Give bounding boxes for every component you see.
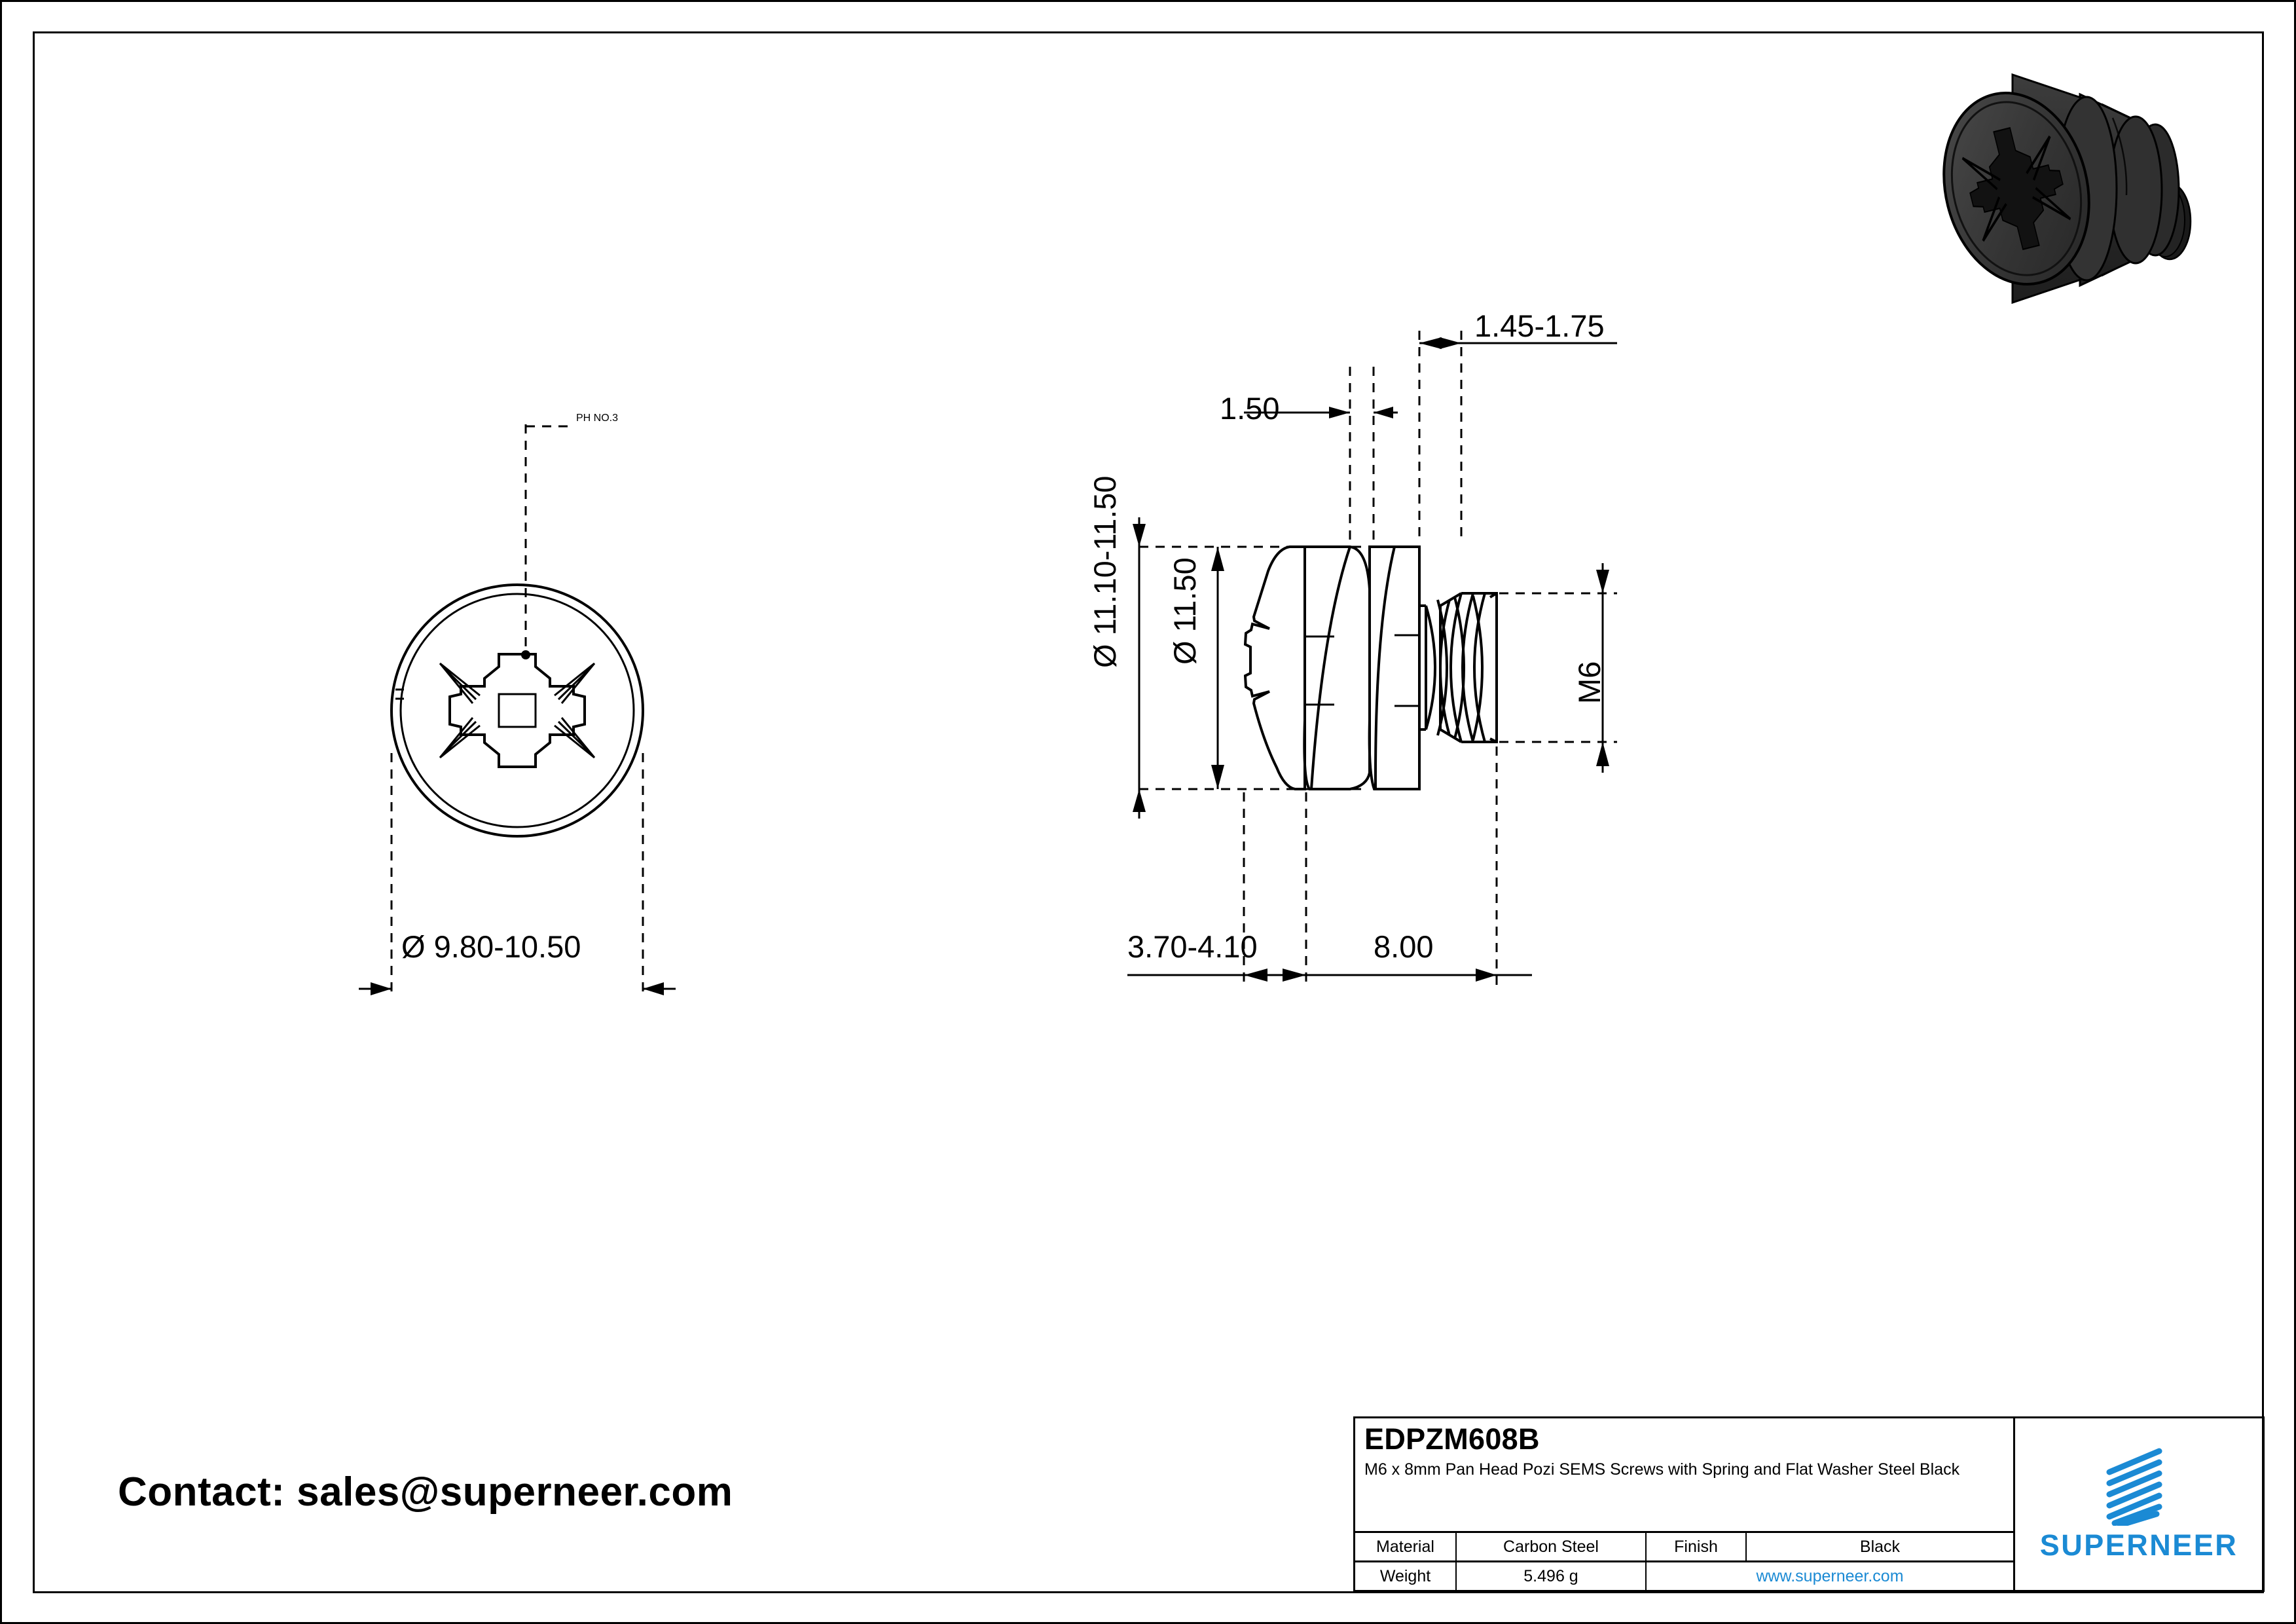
head-inner-circle [399, 593, 635, 828]
dim-thread-length [1306, 747, 1532, 989]
pozidriv-recess [439, 653, 596, 768]
head-outer-circle [390, 583, 644, 838]
outer-washer-diameter-label: Ø 11.10-11.50 [1087, 475, 1122, 668]
brand-name: SUPERNEER [2039, 1528, 2238, 1562]
head-diameter-label: Ø 9.80-10.50 [401, 929, 581, 964]
finish-label: Finish [1647, 1533, 1747, 1560]
head-height-label: 3.70-4.10 [1127, 929, 1258, 964]
flat-washer-profile [1368, 545, 1421, 790]
dim-flat-washer-thickness [1418, 331, 1617, 544]
spring-washer-diameter-label: Ø 11.50 [1167, 557, 1202, 665]
spring-washer-thickness-label: 1.50 [1220, 391, 1280, 426]
contact-text: Contact: sales@superneer.com [118, 1469, 733, 1515]
flat-washer-thickness-label: 1.45-1.75 [1474, 308, 1605, 343]
dim-head-height [1127, 792, 1307, 989]
thread-spec-label: M6 [1572, 661, 1607, 704]
head-knurl-mark [395, 688, 404, 700]
render-pozidriv-recess [1961, 127, 2071, 250]
brand-area: SUPERNEER [2015, 1418, 2263, 1590]
pan-head-profile [1243, 545, 1306, 790]
part-name: M6 x 8mm Pan Head Pozi SEMS Screws with … [1364, 1460, 1960, 1479]
superneer-logo-icon [2106, 1448, 2162, 1526]
spring-washer-profile [1303, 545, 1371, 790]
website-link[interactable]: www.superneer.com [1756, 1566, 1904, 1585]
title-block-row-material: Material Carbon Steel Finish Black [1355, 1533, 2013, 1562]
dim-spring-washer-diameter [1211, 547, 1224, 789]
dim-outer-washer-diameter [1133, 517, 1368, 819]
part-code: EDPZM608B [1364, 1422, 1540, 1456]
threaded-shank [1418, 592, 1498, 743]
weight-label: Weight [1355, 1562, 1457, 1590]
title-block-left: EDPZM608B M6 x 8mm Pan Head Pozi SEMS Sc… [1355, 1418, 2015, 1590]
finish-value: Black [1859, 1537, 1901, 1556]
thread-length-label: 8.00 [1374, 929, 1434, 964]
title-block: EDPZM608B M6 x 8mm Pan Head Pozi SEMS Sc… [1353, 1416, 2265, 1592]
material-value: Carbon Steel [1457, 1533, 1647, 1560]
drive-callout-label: PH NO.3 [576, 413, 619, 424]
drawing-frame-border [33, 31, 2264, 1593]
title-block-description: EDPZM608B M6 x 8mm Pan Head Pozi SEMS Sc… [1355, 1418, 2013, 1533]
screw-3d-render [1942, 73, 2192, 304]
material-label: Material [1355, 1533, 1457, 1560]
weight-value: 5.496 g [1457, 1562, 1647, 1590]
dim-thread-diameter [1499, 563, 1617, 773]
title-block-row-weight: Weight 5.496 g www.superneer.com [1355, 1562, 2013, 1590]
dim-spring-washer-thickness [1244, 367, 1398, 544]
